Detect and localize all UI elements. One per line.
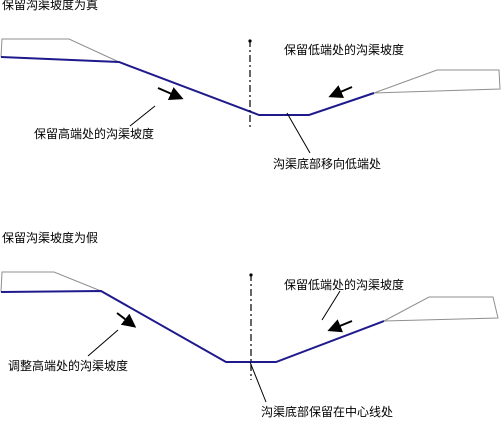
slope-direction-arrow-high	[157, 87, 184, 100]
left-terrain-line	[0, 38, 120, 63]
leader-line-high	[129, 105, 156, 127]
left-terrain-line	[0, 271, 102, 293]
leader-line-low	[321, 290, 341, 321]
slope-direction-arrow-low	[328, 85, 353, 99]
label-high-slope: 保留高端处的沟渠坡度	[34, 126, 154, 141]
panel-slope-false: 保留沟渠坡度为假 保留低端处的沟渠坡度 调整高端处的沟渠坡度 沟渠底部保留在中心…	[0, 230, 499, 419]
label-high-slope: 调整高端处的沟渠坡度	[8, 358, 128, 373]
panel-title: 保留沟渠坡度为真	[2, 0, 98, 12]
panel-slope-true: 保留沟渠坡度为真 保留低端处的沟渠坡度 保留高端处的沟渠坡度 沟渠底部移向低端处	[0, 0, 501, 171]
panel-title: 保留沟渠坡度为假	[2, 230, 98, 245]
centerline-top-dot	[249, 273, 253, 277]
ditch-profile-line	[0, 56, 375, 116]
centerline-top-dot	[248, 39, 252, 43]
slope-direction-arrow-low	[327, 319, 353, 333]
right-terrain-line	[373, 69, 501, 94]
right-terrain-line	[383, 296, 499, 322]
slope-direction-arrow-high	[116, 312, 137, 328]
label-low-slope: 保留低端处的沟渠坡度	[284, 277, 404, 292]
leader-line-high	[87, 329, 119, 357]
label-low-slope: 保留低端处的沟渠坡度	[284, 42, 404, 57]
label-bottom: 沟渠底部保留在中心线处	[261, 404, 393, 419]
leader-line-bottom	[249, 361, 267, 403]
label-bottom: 沟渠底部移向低端处	[273, 156, 381, 171]
ditch-profile-line	[0, 289, 385, 363]
leader-line-bottom	[286, 112, 311, 154]
